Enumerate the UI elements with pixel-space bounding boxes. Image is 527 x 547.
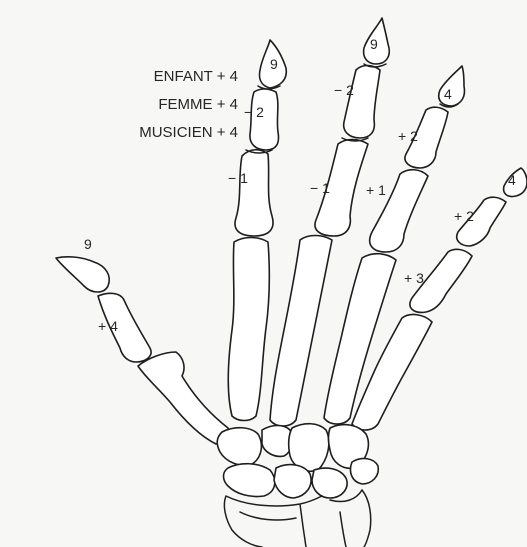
little-tip-label: 4 [508, 172, 516, 188]
middle-finger [270, 18, 389, 426]
little-middle-label: + 2 [454, 208, 474, 224]
index-tip-label: 9 [270, 56, 278, 72]
radius-inner-line [240, 512, 296, 520]
middle-middle-label: − 2 [334, 82, 354, 98]
middle-tip-label: 9 [370, 36, 378, 52]
trapezoid [262, 426, 292, 457]
little-proximal-label: + 3 [404, 270, 424, 286]
middle-metacarpal [270, 236, 332, 427]
carpal-bones [217, 424, 378, 498]
capitate [289, 424, 329, 472]
scaphoid [224, 464, 275, 497]
lunate [274, 465, 311, 498]
legend-line-enfant: ENFANT + 4 [154, 68, 238, 85]
forearm-bones [224, 490, 370, 547]
legend-line-musicien: MUSICIEN + 4 [139, 124, 238, 141]
thumb-distal-phalanx [56, 257, 109, 292]
thumb [56, 257, 229, 444]
thumb-tip-label: 9 [84, 236, 92, 252]
index-metacarpal [228, 238, 269, 421]
legend: ENFANT + 4 FEMME + 4 MUSICIEN + 4 [90, 68, 238, 154]
pisiform [350, 459, 378, 484]
middle-middle-phalanx [344, 66, 380, 139]
radius-outline [224, 496, 322, 547]
thumb-proximal-label: + 4 [98, 318, 118, 334]
thumb-metacarpal [138, 352, 229, 444]
index-proximal-phalanx [235, 150, 273, 236]
triquetrum [312, 468, 347, 498]
legend-line-femme: FEMME + 4 [158, 96, 238, 113]
trapezium [217, 428, 261, 466]
middle-proximal-label: − 1 [310, 180, 330, 196]
ring-proximal-label: + 1 [366, 182, 386, 198]
ring-middle-label: + 2 [398, 128, 418, 144]
ulna-outline [330, 490, 371, 547]
index-middle-label: − 2 [244, 104, 264, 120]
index-proximal-label: − 1 [228, 170, 248, 186]
ring-tip-label: 4 [444, 86, 452, 102]
